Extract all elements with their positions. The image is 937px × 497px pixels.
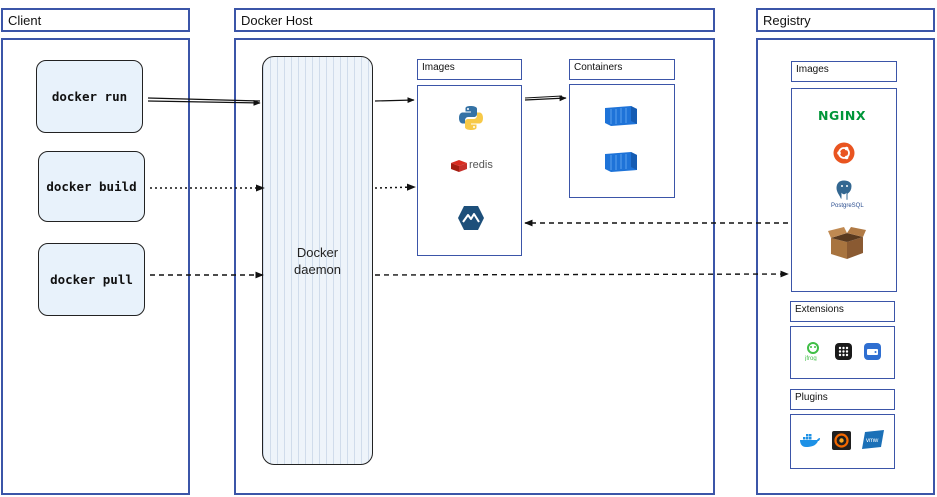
registry-images-header: Images: [791, 61, 897, 82]
docker-run-label: docker run: [51, 89, 128, 104]
client-header: Client: [1, 8, 190, 32]
jfrog-text: jfrog: [804, 356, 817, 361]
plugins-label: Plugins: [795, 392, 828, 403]
docker-daemon[interactable]: Docker daemon: [262, 56, 373, 465]
python-icon[interactable]: [457, 104, 485, 132]
build-to-images-arrow: [374, 183, 416, 191]
docker-build-command[interactable]: docker build: [38, 151, 145, 222]
containers-panel: [569, 84, 675, 198]
registry-header: Registry: [756, 8, 935, 32]
run-arrow: [147, 97, 261, 102]
jfrog-icon[interactable]: jfrog: [804, 341, 822, 361]
grid-app-icon[interactable]: [835, 343, 852, 360]
docker-run-command[interactable]: docker run: [36, 60, 143, 133]
host-header: Docker Host: [234, 8, 715, 32]
run-arrow: [147, 100, 261, 106]
host-images-header: Images: [417, 59, 522, 80]
images-to-containers-arrow: [524, 95, 567, 102]
extensions-header: Extensions: [790, 301, 895, 322]
redis-text: redis: [469, 159, 493, 171]
daemon-to-registry-arrow: [374, 270, 789, 278]
container-icon[interactable]: [603, 104, 639, 128]
plugins-header: Plugins: [790, 389, 895, 410]
registry-title: Registry: [763, 13, 811, 28]
docker-pull-command[interactable]: docker pull: [38, 243, 145, 316]
host-title: Docker Host: [241, 13, 313, 28]
extensions-label: Extensions: [795, 304, 844, 315]
container-icon[interactable]: [603, 150, 639, 174]
docker-pull-label: docker pull: [50, 272, 133, 287]
host-images-label: Images: [422, 62, 455, 73]
nginx-logo[interactable]: NGINX: [818, 108, 866, 123]
grafana-icon[interactable]: [832, 431, 851, 450]
disk-icon[interactable]: [864, 343, 881, 360]
ubuntu-icon[interactable]: [833, 142, 855, 164]
postgresql-icon[interactable]: [833, 178, 855, 202]
registry-images-label: Images: [796, 64, 829, 75]
vmware-icon[interactable]: vmw: [862, 430, 884, 449]
postgresql-text: PostgreSQL: [831, 203, 864, 209]
daemon-to-images-arrow: [374, 97, 415, 104]
alpine-icon[interactable]: [457, 205, 485, 231]
redis-icon[interactable]: [450, 159, 468, 173]
package-box-icon[interactable]: [827, 226, 867, 260]
containers-label: Containers: [574, 62, 623, 73]
docker-build-label: docker build: [46, 179, 137, 194]
daemon-label: Docker daemon: [294, 244, 341, 277]
docker-whale-icon[interactable]: [799, 432, 821, 448]
containers-header: Containers: [569, 59, 675, 80]
vmware-text: vmw: [866, 438, 879, 444]
images-to-containers-arrow: [524, 95, 563, 99]
client-title: Client: [8, 13, 42, 28]
